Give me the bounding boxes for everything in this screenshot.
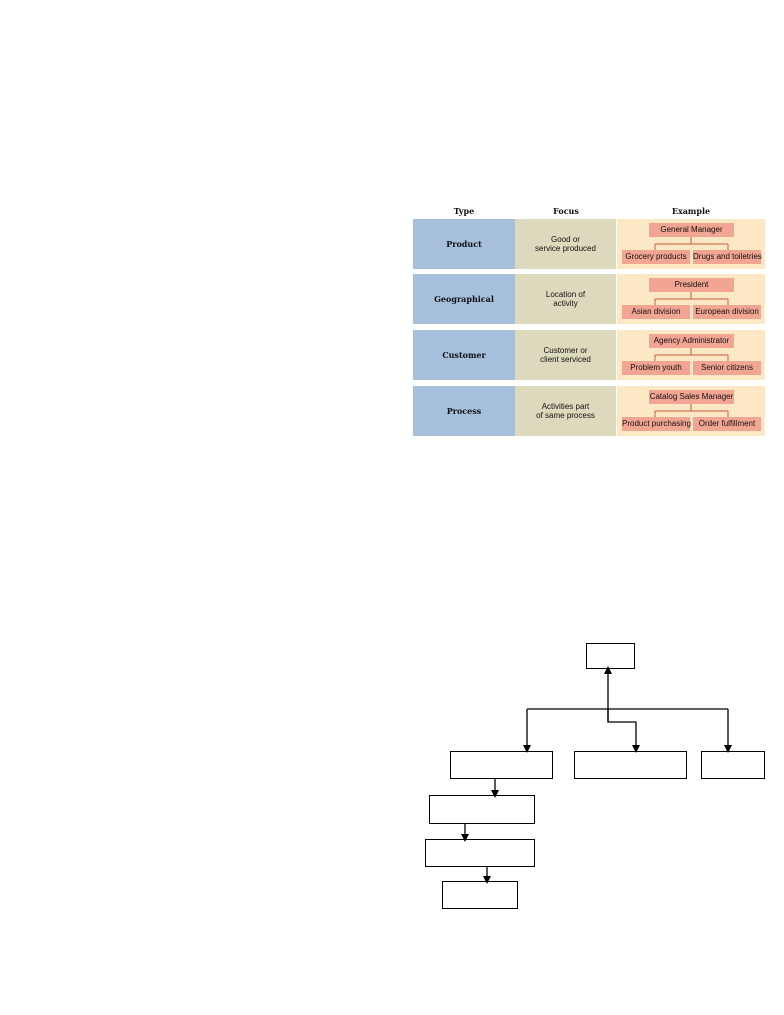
example-top-box: President <box>649 278 734 292</box>
example-right-box: Senior citizens <box>693 361 761 375</box>
table-row: Customer Customer or client serviced Age… <box>413 330 765 380</box>
example-connector-lines <box>654 348 729 361</box>
arrow-to-middle-box <box>607 709 640 753</box>
example-left-box: Product purchasing <box>622 417 691 431</box>
org-box-level2-left <box>450 751 553 779</box>
example-left-box: Problem youth <box>622 361 690 375</box>
org-box-top <box>586 643 635 669</box>
example-connector-lines <box>654 237 729 250</box>
header-focus: Focus <box>553 206 579 216</box>
org-box-level3 <box>429 795 535 824</box>
focus-cell: Location of activity <box>515 274 616 324</box>
table-row: Process Activities part of same process … <box>413 386 765 436</box>
org-box-level2-right <box>701 751 765 779</box>
example-top-box: General Manager <box>649 223 734 237</box>
example-left-box: Asian division <box>622 305 690 319</box>
focus-cell: Good or service produced <box>515 219 616 269</box>
type-cell: Customer <box>413 330 515 380</box>
example-right-box: Order fulfillment <box>693 417 761 431</box>
example-connector-lines <box>654 404 729 417</box>
table-row: Product Good or service produced General… <box>413 219 765 269</box>
example-cell: Agency Administrator Problem youth Senio… <box>617 330 765 380</box>
example-connector-lines <box>654 292 729 305</box>
example-top-box: Agency Administrator <box>649 334 734 348</box>
example-top-box: Catalog Sales Manager <box>649 390 734 404</box>
example-left-box: Grocery products <box>622 250 690 264</box>
example-right-box: Drugs and toiletries <box>693 250 762 264</box>
type-cell: Geographical <box>413 274 515 324</box>
header-type: Type <box>453 206 475 216</box>
focus-cell: Activities part of same process <box>515 386 616 436</box>
org-box-level5 <box>442 881 518 909</box>
example-right-box: European division <box>693 305 761 319</box>
example-cell: President Asian division European divisi… <box>617 274 765 324</box>
org-box-level2-middle <box>574 751 687 779</box>
table-row: Geographical Location of activity Presid… <box>413 274 765 324</box>
departmentalization-table: Type Focus Example Product Good or servi… <box>413 204 765 436</box>
focus-cell: Customer or client serviced <box>515 330 616 380</box>
org-box-level4 <box>425 839 535 867</box>
type-cell: Product <box>413 219 515 269</box>
example-cell: General Manager Grocery products Drugs a… <box>617 219 765 269</box>
type-cell: Process <box>413 386 515 436</box>
header-example: Example <box>671 206 711 216</box>
example-cell: Catalog Sales Manager Product purchasing… <box>617 386 765 436</box>
